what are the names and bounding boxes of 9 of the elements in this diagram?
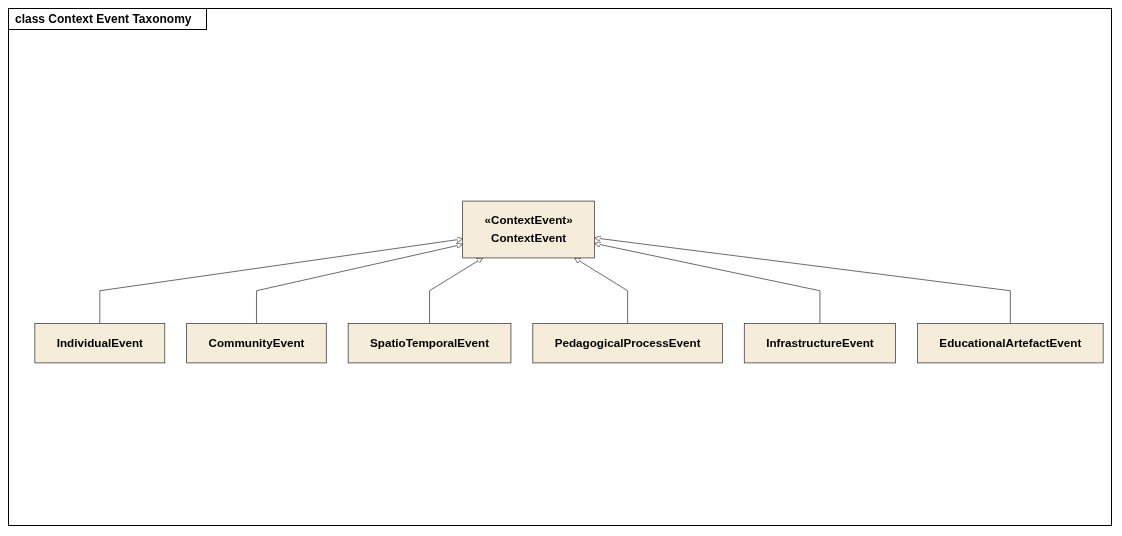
node-box	[917, 323, 1104, 364]
node-box	[532, 323, 723, 364]
frame-title: class Context Event Taxonomy	[9, 9, 207, 30]
node-box	[186, 323, 327, 364]
node-box	[347, 323, 512, 364]
node-box	[462, 200, 595, 259]
diagram-frame: class Context Event Taxonomy «ContextEvent» ContextEvent IndividualEvent CommunityEvent SpatioTemporalEvent PedagogicalProcessEvent InfrastructureEvent EducationalArtefactEvent	[8, 8, 1112, 526]
node-box	[743, 323, 896, 364]
node-box	[34, 323, 166, 364]
